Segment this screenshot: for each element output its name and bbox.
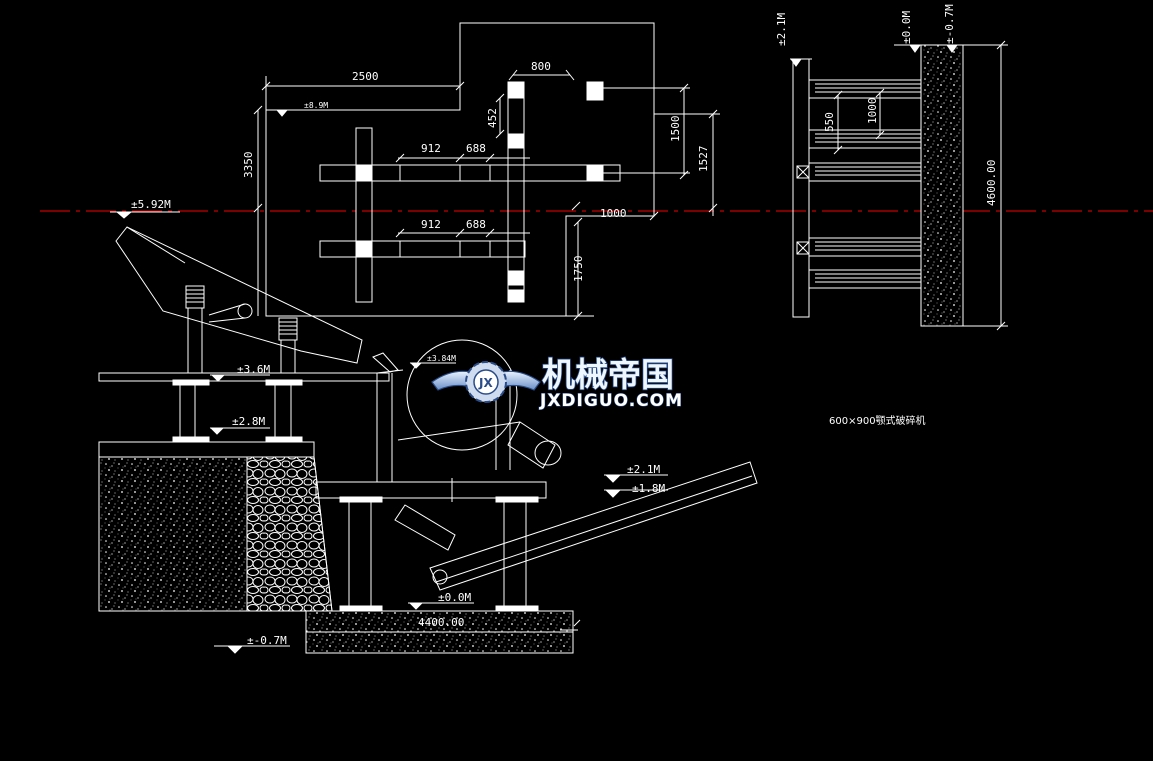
- dim-1750: 1750: [572, 256, 585, 283]
- plan-column-right-block: [586, 81, 604, 101]
- dim-800: 800: [531, 60, 551, 73]
- platform-3-6: [98, 372, 390, 382]
- dim-3350: 3350: [242, 152, 255, 179]
- side-rollers: [808, 79, 922, 289]
- crusher-flywheel: [406, 339, 518, 451]
- dim-912-bottom: 912: [421, 218, 441, 231]
- side-foundation: [920, 44, 964, 327]
- gear-wings-emblem-icon: JX: [431, 361, 541, 403]
- plan-column-mid: [507, 81, 525, 303]
- side-dim-550: 550: [823, 112, 836, 132]
- dim-1000: 1000: [600, 207, 627, 220]
- dim-2500: 2500: [352, 70, 379, 83]
- crusher-base-beam: [315, 481, 547, 499]
- side-level-2-1: ±2.1M: [775, 13, 788, 46]
- side-view: [790, 40, 1008, 331]
- side-level-minus-0-7: ±-0.7M: [943, 4, 956, 44]
- level-plan: ±8.9M: [304, 101, 328, 110]
- watermark-en: JXDIGUO.COM: [539, 391, 683, 411]
- level-3-84: ±3.84M: [427, 354, 456, 363]
- crusher-pitman: [507, 421, 556, 469]
- plan-column-left: [355, 127, 373, 303]
- dim-4400: 4400.00: [418, 616, 464, 629]
- drawing-title: 600×900颚式破碎机: [829, 414, 926, 427]
- dim-1527: 1527: [697, 146, 710, 173]
- level-0-0: ±0.0M: [438, 591, 471, 604]
- level-3-6: ±3.6M: [237, 363, 270, 376]
- svg-text:JX: JX: [478, 376, 493, 390]
- dim-452: 452: [486, 108, 499, 128]
- dim-688-bottom: 688: [466, 218, 486, 231]
- plan-view: [253, 22, 720, 321]
- dim-688-top: 688: [466, 142, 486, 155]
- plan-beam-bottom: [319, 240, 526, 258]
- side-dim-4600: 4600.00: [985, 160, 998, 206]
- elevation-view: [98, 211, 758, 654]
- level-2-8: ±2.8M: [232, 415, 265, 428]
- side-dim-1000: 1000: [866, 98, 879, 125]
- level-5-92: ±5.92M: [131, 198, 171, 211]
- watermark: JX 机械帝国 JXDIGUO.COM: [431, 354, 683, 412]
- discharge-conveyor: [429, 461, 758, 591]
- side-frame: [792, 58, 810, 318]
- level-1-8: ±1.8M: [632, 482, 665, 495]
- side-level-0-0: ±0.0M: [900, 11, 913, 44]
- crusher-hopper: [372, 352, 399, 373]
- feeder-chute: [115, 226, 363, 364]
- watermark-cn: 机械帝国: [542, 355, 674, 394]
- level-minus-0-7: ±-0.7M: [247, 634, 287, 647]
- dim-912-top: 912: [421, 142, 441, 155]
- dim-1500: 1500: [669, 116, 682, 143]
- level-2-1: ±2.1M: [627, 463, 660, 476]
- foundation-left: [98, 441, 315, 458]
